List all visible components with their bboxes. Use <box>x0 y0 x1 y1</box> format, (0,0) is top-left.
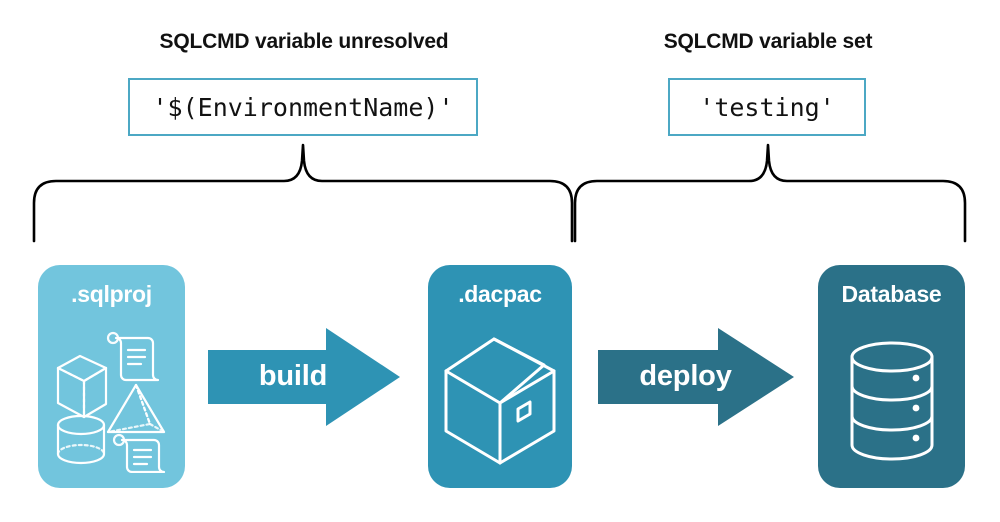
card-database[interactable]: Database <box>818 265 965 488</box>
card-database-label: Database <box>841 281 942 307</box>
brace-left <box>32 143 574 243</box>
cylinder-icon <box>56 414 105 465</box>
cube-icon <box>56 354 107 419</box>
arrow-deploy <box>598 328 794 426</box>
scroll-icon <box>112 433 165 473</box>
pyramid-icon <box>106 383 165 434</box>
arrow-build-label: build <box>258 360 328 392</box>
card-sqlproj[interactable]: .sqlproj <box>38 265 185 488</box>
card-dacpac[interactable]: .dacpac <box>428 265 572 488</box>
arrow-build <box>208 328 400 426</box>
arrow-deploy-label: deploy <box>639 360 732 392</box>
card-database-artwork <box>818 313 965 488</box>
code-box-testing: 'testing' <box>668 78 866 136</box>
card-dacpac-artwork <box>428 313 572 488</box>
heading-sqlcmd-unresolved: SQLCMD variable unresolved <box>159 30 449 53</box>
card-sqlproj-label: .sqlproj <box>71 281 152 307</box>
brace-right <box>573 143 967 243</box>
database-cylinder-icon <box>850 341 933 460</box>
card-dacpac-label: .dacpac <box>458 281 542 307</box>
heading-sqlcmd-set: SQLCMD variable set <box>663 30 873 53</box>
code-box-environment-name: '$(EnvironmentName)' <box>128 78 478 136</box>
scroll-icon <box>106 331 159 382</box>
package-box-icon <box>444 337 556 464</box>
card-sqlproj-artwork <box>38 313 185 488</box>
